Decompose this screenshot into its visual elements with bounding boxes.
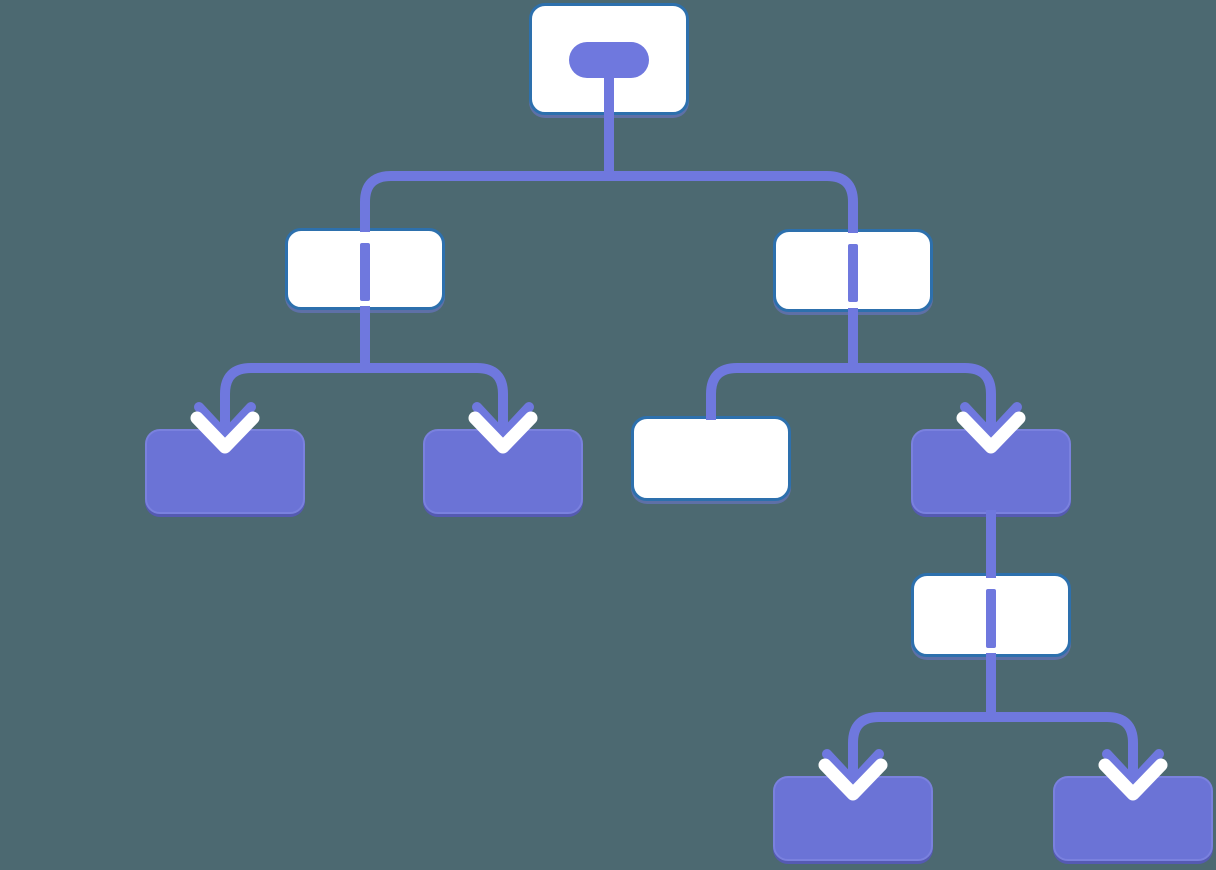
- node-leaf-left-2[interactable]: [423, 429, 583, 514]
- node-leaf-bottom-1[interactable]: [773, 776, 933, 861]
- pass-through-line-icon: [986, 589, 996, 648]
- pass-through-line-icon: [848, 244, 858, 302]
- node-leaf-left-1[interactable]: [145, 429, 305, 514]
- root-pill-icon: [569, 42, 649, 78]
- node-leaf-bottom-2[interactable]: [1053, 776, 1213, 861]
- node-child-right-collapsed[interactable]: [911, 429, 1071, 514]
- root-pill-stem-icon: [604, 76, 614, 126]
- connector-top-branch: [360, 171, 858, 233]
- node-child-right-open[interactable]: [631, 416, 791, 501]
- connector-left-branch: [220, 363, 508, 431]
- pass-through-line-icon: [360, 243, 370, 301]
- connector-bottom-branch: [848, 712, 1138, 778]
- node-branch-right[interactable]: [773, 229, 933, 312]
- node-root[interactable]: [529, 3, 689, 126]
- node-branch-bottom[interactable]: [911, 573, 1071, 657]
- node-branch-left[interactable]: [285, 228, 445, 310]
